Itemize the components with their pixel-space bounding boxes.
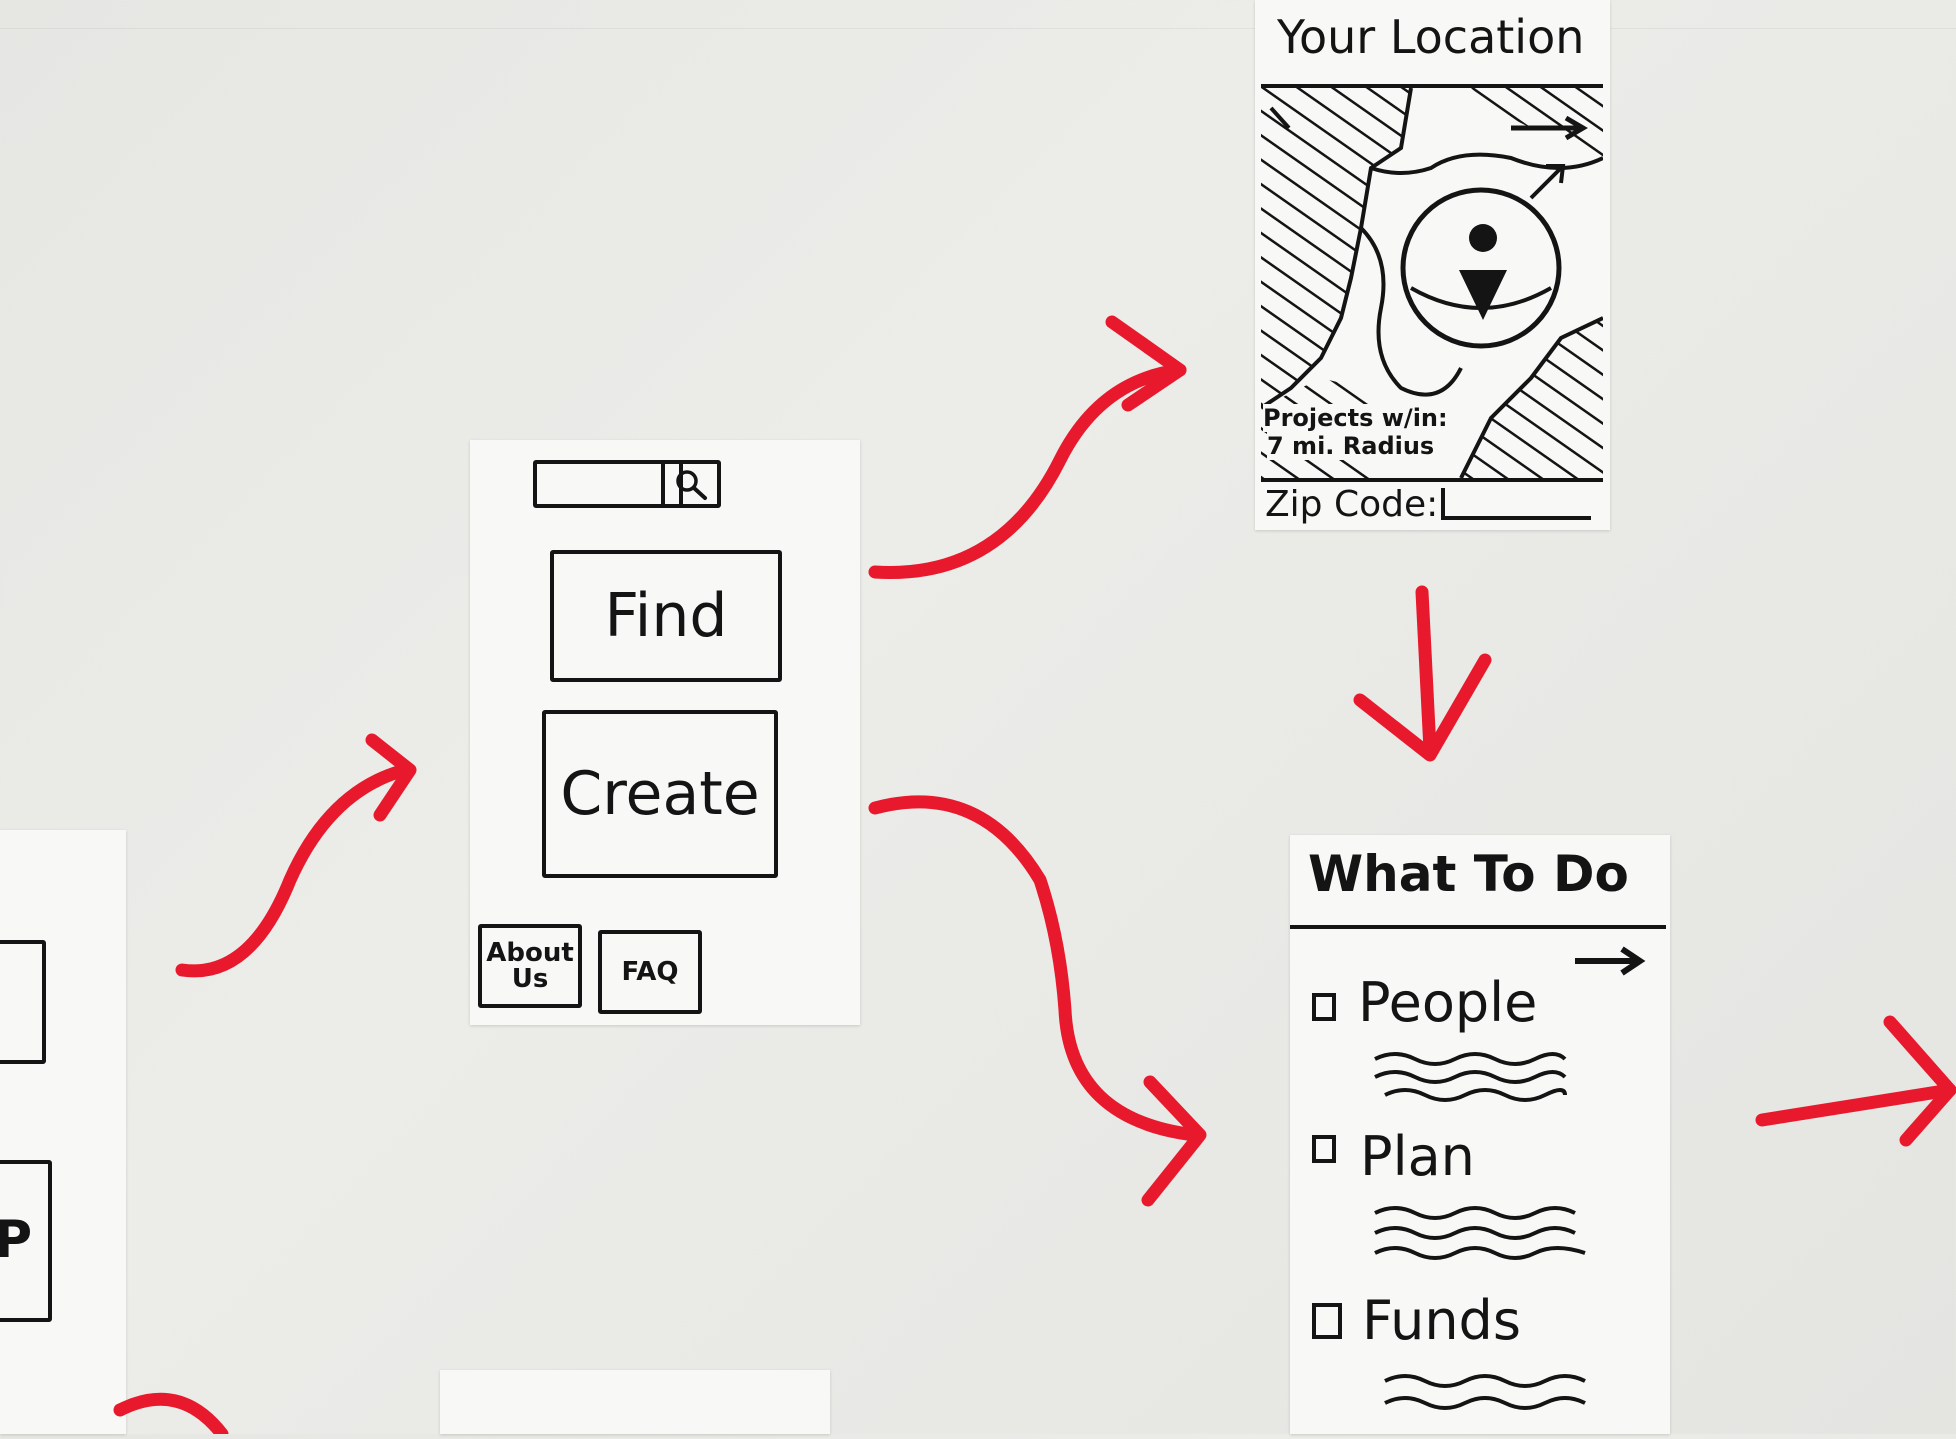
plan-description-scribble — [1374, 1206, 1586, 1260]
search-button[interactable] — [661, 460, 721, 508]
arrow-to-location — [868, 363, 1187, 579]
partial-button-1[interactable] — [0, 940, 46, 1064]
funds-label: Funds — [1362, 1289, 1521, 1352]
map-view[interactable]: Projects w/in: 7 mi. Radius — [1261, 84, 1603, 482]
arrow-down-to-todo — [1415, 585, 1437, 757]
location-pin-icon — [1469, 224, 1497, 252]
magnifier-icon — [676, 470, 707, 500]
map-caption-line-2: 7 mi. Radius — [1267, 432, 1435, 460]
left-partial-screen: P — [0, 830, 126, 1434]
arrow-down-to-todo-head — [1353, 653, 1492, 762]
map-caption-line-1: Projects w/in: — [1263, 404, 1448, 432]
people-description-scribble — [1374, 1052, 1567, 1102]
todo-title: What To Do — [1308, 845, 1629, 903]
todo-title-divider — [1290, 925, 1666, 929]
zip-code-label: Zip Code: — [1265, 484, 1439, 525]
next-arrow-icon[interactable] — [1570, 941, 1650, 981]
about-us-button[interactable]: About Us — [478, 924, 582, 1008]
funds-description-scribble — [1384, 1374, 1586, 1410]
arrow-to-next-head — [1883, 1015, 1956, 1147]
arrow-to-todo — [868, 795, 1202, 1142]
bottom-partial-screen — [440, 1370, 830, 1434]
arrow-to-todo-head — [1141, 1075, 1207, 1207]
location-title: Your Location — [1277, 10, 1585, 64]
plan-label: Plan — [1360, 1125, 1475, 1188]
todo-screen: What To Do People Plan Funds — [1290, 835, 1670, 1434]
people-checkbox[interactable] — [1312, 993, 1336, 1021]
create-button[interactable]: Create — [542, 710, 778, 878]
faq-button[interactable]: FAQ — [598, 930, 702, 1014]
arrow-to-home-head — [365, 733, 417, 822]
arrow-to-location-head — [1105, 315, 1187, 412]
location-screen: Your Location — [1255, 0, 1610, 530]
funds-checkbox[interactable] — [1312, 1303, 1342, 1339]
arrow-to-next — [1755, 1083, 1956, 1127]
partial-button-2[interactable] — [0, 1160, 52, 1322]
zip-code-input[interactable] — [1441, 488, 1591, 520]
find-button[interactable]: Find — [550, 550, 782, 682]
home-screen: Find Create About Us FAQ — [470, 440, 860, 1025]
partial-button-text: P — [0, 1210, 33, 1270]
radius-circle — [1400, 187, 1562, 349]
people-label: People — [1358, 971, 1538, 1034]
arrow-to-home — [175, 763, 412, 978]
plan-checkbox[interactable] — [1312, 1135, 1336, 1163]
board-crease — [0, 28, 1956, 29]
search-input[interactable] — [533, 460, 683, 508]
arrow-bottom-partial — [113, 1392, 229, 1434]
